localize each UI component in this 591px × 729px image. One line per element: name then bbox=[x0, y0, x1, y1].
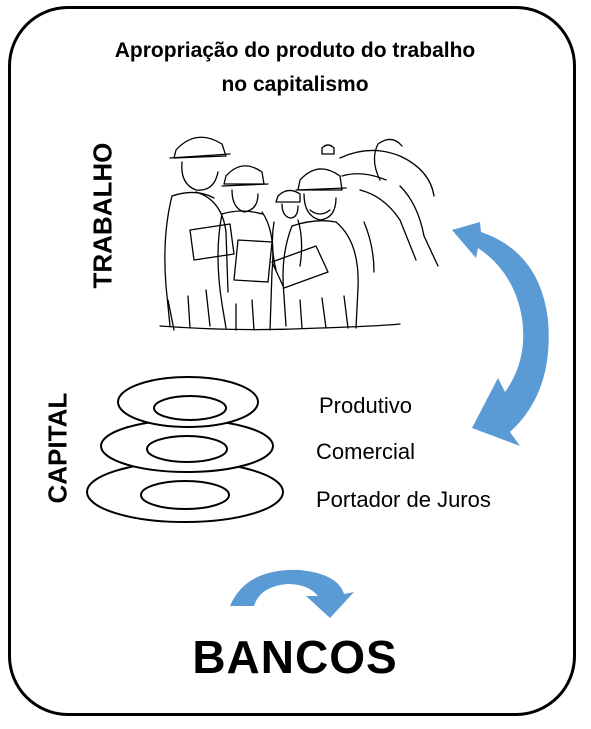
diagram-title: Apropriação do produto do trabalho no ca… bbox=[60, 34, 530, 102]
curved-arrow-icon bbox=[230, 569, 354, 618]
worker-1 bbox=[164, 136, 235, 331]
ring-bottom-inner bbox=[140, 480, 230, 510]
stacked-rings-icon bbox=[86, 376, 284, 523]
capital-form-produtivo: Produtivo bbox=[319, 393, 412, 418]
label-trabalho: TRABALHO bbox=[87, 142, 118, 289]
ring-top-inner bbox=[153, 395, 227, 421]
title-line-1: Apropriação do produto do trabalho bbox=[114, 39, 476, 62]
label-bancos: BANCOS bbox=[192, 631, 398, 683]
worker-5 bbox=[321, 138, 439, 273]
label-capital: CAPITAL bbox=[42, 392, 73, 504]
diagram-frame bbox=[8, 6, 576, 716]
worker-3 bbox=[271, 168, 359, 329]
capital-form-comercial: Comercial bbox=[316, 439, 416, 464]
worker-2 bbox=[217, 165, 274, 331]
title-line-2: no capitalismo bbox=[221, 73, 369, 96]
ring-middle-inner bbox=[146, 435, 228, 463]
worker-4 bbox=[271, 189, 303, 271]
workers-illustration-icon bbox=[159, 136, 439, 331]
curved-cycle-arrow-icon bbox=[452, 222, 549, 446]
capital-form-portador-de-juros: Portador de Juros bbox=[316, 487, 491, 512]
